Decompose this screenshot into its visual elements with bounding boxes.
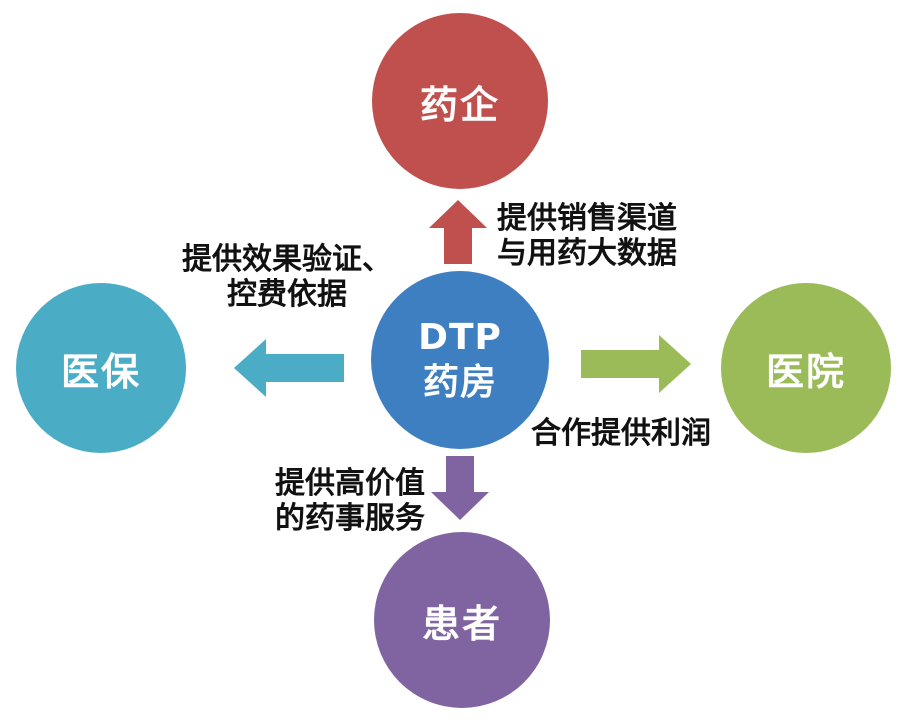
node-dtp-pharmacy: DTP 药房	[371, 271, 549, 449]
node-medical-insurance-label: 医保	[60, 349, 141, 394]
annotation-to-patient-line1: 提供高价值	[275, 466, 425, 501]
up-arrow-icon	[429, 200, 487, 264]
annotation-to-pharma-line1: 提供销售渠道	[497, 201, 677, 236]
node-patient: 患者	[374, 532, 550, 708]
up-arrow-shape	[429, 200, 487, 264]
annotation-to-pharma-line2: 与用药大数据	[497, 236, 677, 271]
down-arrow-icon	[431, 456, 489, 520]
dtp-pharmacy-line1: DTP	[418, 317, 502, 358]
annotation-to-insurance-line2: 控费依据	[227, 277, 347, 312]
annotation-to-pharma: 提供销售渠道 与用药大数据	[497, 201, 677, 271]
node-hospital: 医院	[721, 283, 891, 453]
annotation-to-hospital-line1: 合作提供利润	[531, 416, 711, 451]
right-arrow-shape	[581, 335, 691, 393]
node-dtp-pharmacy-label: DTP 药房	[418, 315, 502, 405]
down-arrow-shape	[431, 456, 489, 520]
left-arrow-icon	[234, 339, 344, 397]
annotation-to-patient-line2: 的药事服务	[275, 501, 425, 536]
node-patient-label: 患者	[421, 601, 502, 646]
node-hospital-label: 医院	[765, 349, 846, 394]
annotation-to-patient: 提供高价值 的药事服务	[252, 466, 448, 536]
node-pharma-company: 药企	[372, 13, 548, 189]
node-pharma-company-label: 药企	[419, 82, 500, 127]
annotation-to-insurance: 提供效果验证、 控费依据	[178, 242, 396, 312]
annotation-to-insurance-line1: 提供效果验证、	[182, 242, 392, 277]
node-medical-insurance: 医保	[16, 283, 186, 453]
annotation-to-hospital: 合作提供利润	[531, 416, 711, 451]
dtp-pharmacy-line2: 药房	[422, 362, 497, 403]
left-arrow-shape	[234, 339, 344, 397]
right-arrow-icon	[581, 335, 691, 393]
